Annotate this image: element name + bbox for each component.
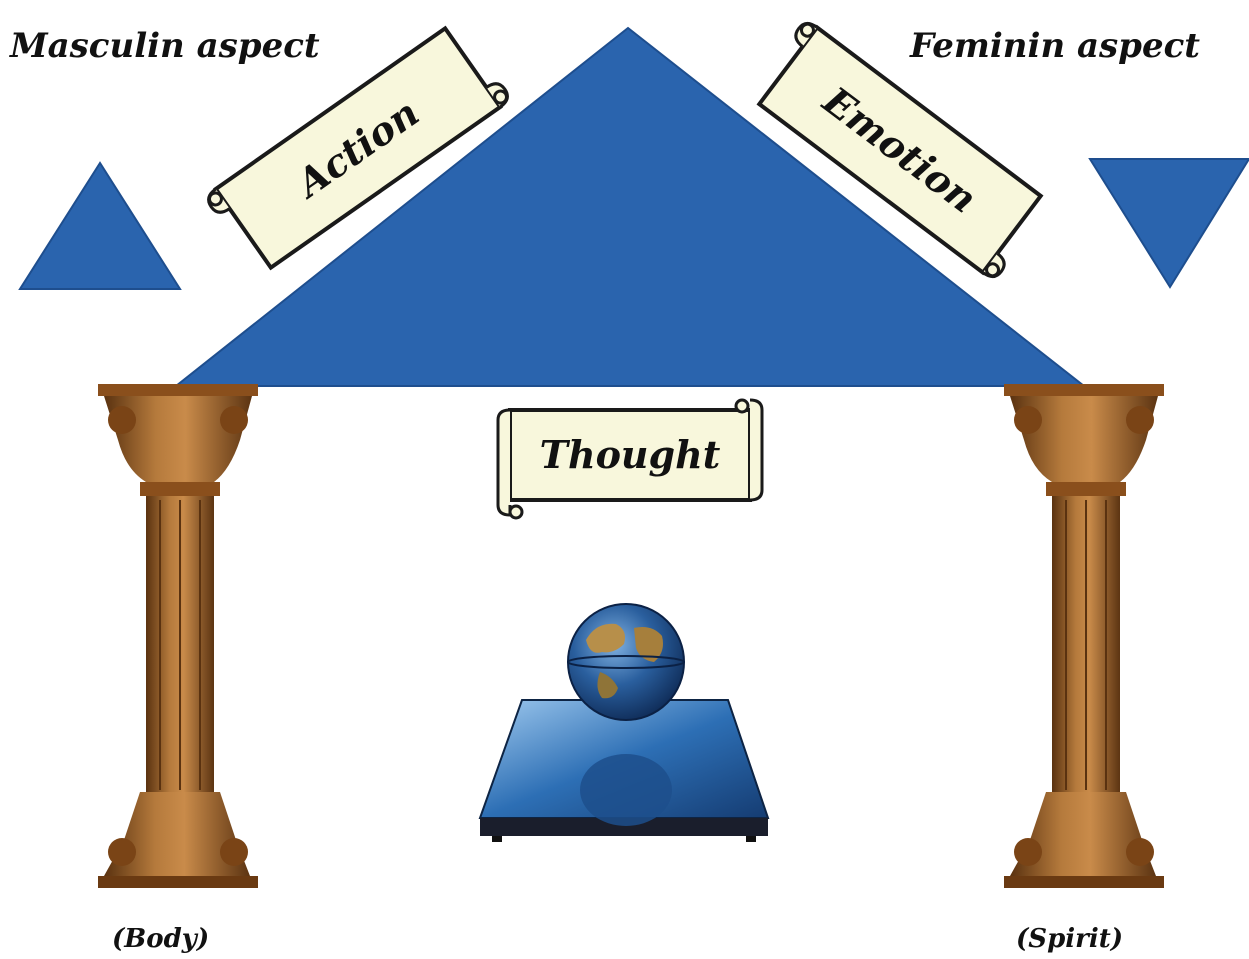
right-column — [1004, 384, 1164, 888]
masculine-aspect-heading: Masculin aspect — [10, 26, 320, 66]
action-scroll: Action — [207, 25, 509, 271]
feminine-aspect-heading: Feminin aspect — [910, 26, 1200, 66]
spirit-caption: (Spirit) — [1016, 924, 1124, 954]
downward-triangle-icon — [1088, 158, 1249, 289]
roof-triangle — [173, 26, 1087, 387]
thought-scroll: Thought — [496, 398, 764, 520]
thought-label: Thought — [540, 432, 721, 477]
body-caption: (Body) — [112, 924, 210, 954]
left-column — [98, 384, 258, 888]
upward-triangle-icon — [18, 161, 182, 290]
levitating-globe-icon — [478, 603, 770, 842]
